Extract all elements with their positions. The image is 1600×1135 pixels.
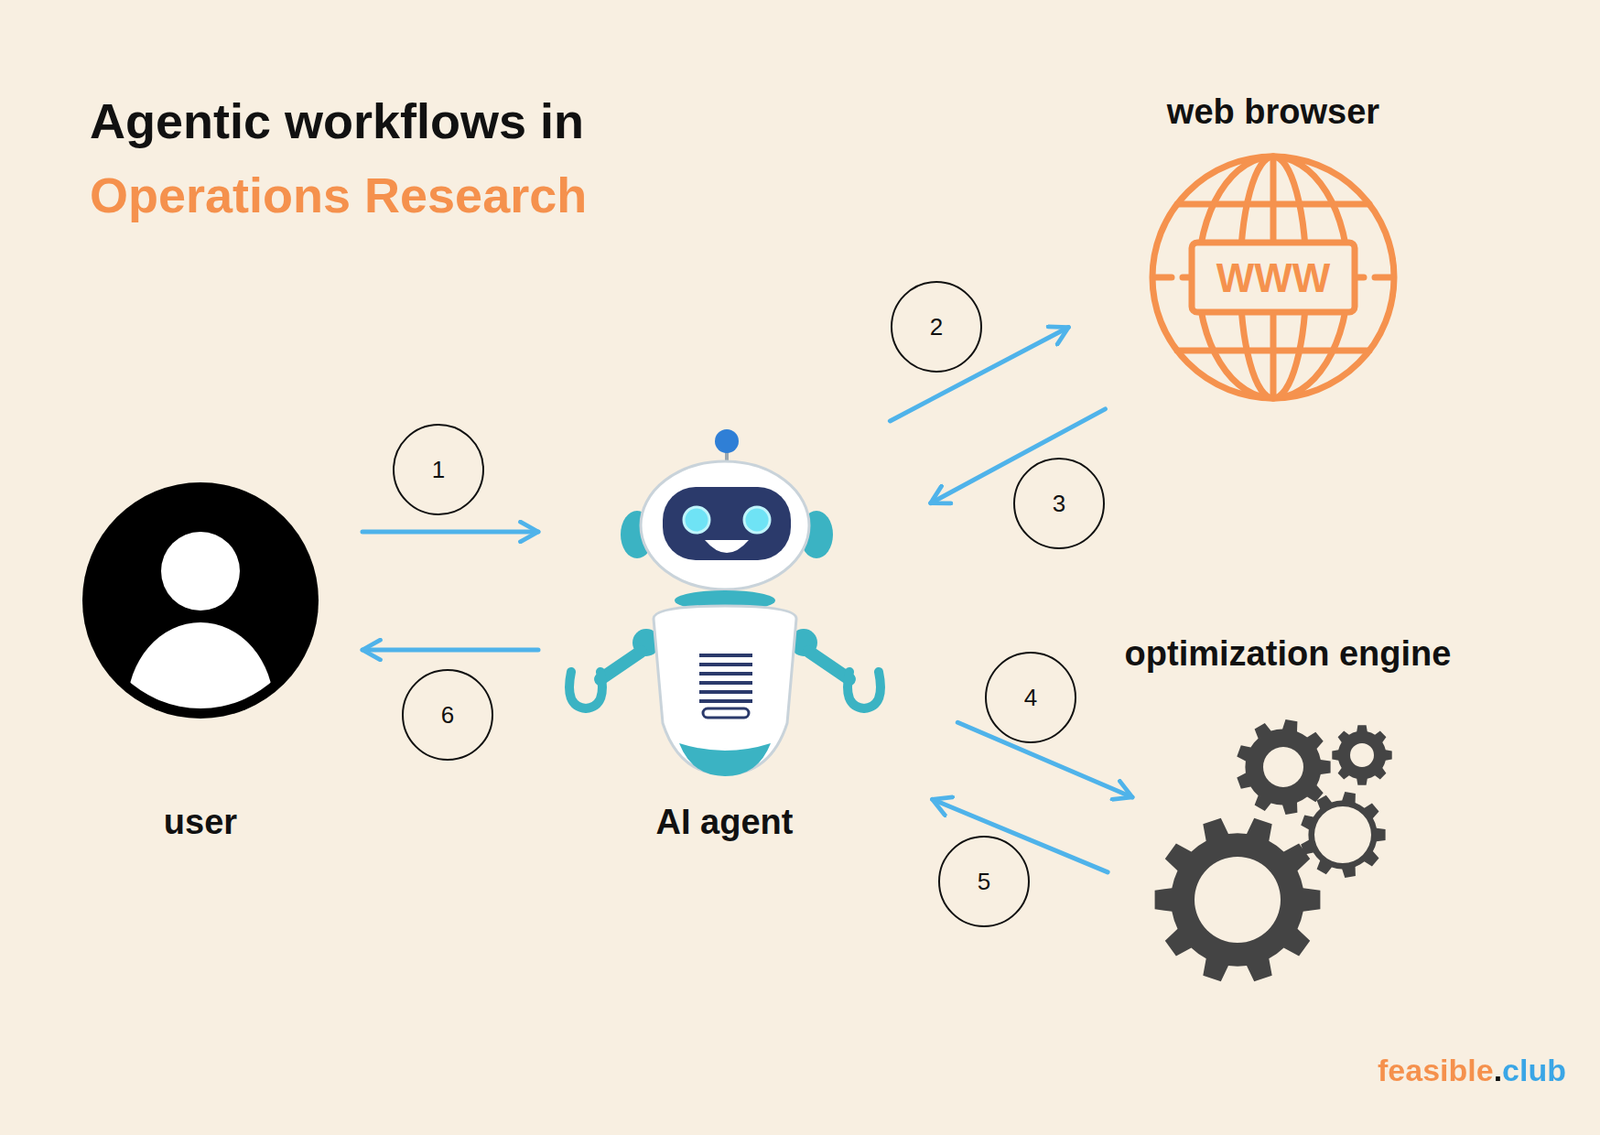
node-label: user: [163, 801, 238, 844]
callout-number: 6: [441, 702, 455, 727]
user-node: user: [82, 482, 319, 719]
robot-icon: [569, 429, 881, 777]
node-label: web browser: [1167, 91, 1380, 134]
callout-circle: [402, 670, 493, 760]
robot-claw: [847, 671, 881, 709]
robot-slot: [702, 708, 749, 718]
globe-parallel: [1177, 347, 1370, 355]
flow-arrow: [362, 648, 539, 653]
gear: [1155, 818, 1321, 982]
callout-number: 5: [977, 869, 991, 894]
robot-face: [662, 486, 791, 561]
callout-circle: [891, 281, 982, 372]
globe-parallel: [1177, 201, 1370, 208]
callout-circle: [1014, 458, 1104, 549]
gear: [1331, 724, 1392, 785]
robot-arm: [600, 651, 641, 680]
callout-circle: [985, 652, 1076, 743]
globe-outline: [1152, 156, 1395, 399]
globe-icon: [1152, 156, 1395, 399]
www-text: WWW: [1216, 258, 1331, 299]
flow-arrow: [957, 722, 1133, 798]
robot-body: [653, 605, 797, 775]
flow-arrow: [932, 799, 1109, 873]
gear: [1236, 719, 1330, 815]
user-head: [161, 531, 240, 611]
antenna-ball: [714, 429, 739, 454]
callout-number: 1: [432, 457, 445, 482]
robot-eye: [683, 507, 710, 533]
callout-circle: [939, 836, 1029, 927]
robot-arm: [809, 651, 850, 680]
robot-head: [640, 461, 810, 590]
engine-node: optimization engine: [1153, 719, 1394, 985]
flow-arrow: [889, 327, 1069, 422]
node-label: AI agent: [656, 801, 794, 844]
user-body: [127, 622, 274, 791]
agent-node: AI agent: [561, 426, 888, 777]
gears-icon: [1155, 719, 1393, 982]
globe-meridian: [1198, 156, 1349, 399]
robot-grille: [699, 655, 753, 702]
flow-arrow: [930, 409, 1106, 504]
callout-circle: [393, 424, 484, 515]
www-box: [1191, 242, 1355, 313]
robot-base: [679, 743, 771, 777]
user-icon: [82, 482, 319, 791]
flow-arrow: [362, 529, 539, 535]
callout-circles: [393, 281, 1104, 927]
title: Agentic workflows in Operations Research: [89, 84, 731, 233]
robot-eye: [744, 507, 770, 533]
watermark: feasible.club: [1377, 1053, 1567, 1088]
node-label: optimization engine: [1124, 633, 1452, 676]
callout-number: 4: [1024, 685, 1038, 710]
gear: [1300, 791, 1385, 878]
callout-number: 3: [1052, 491, 1066, 516]
robot-claw: [569, 671, 603, 709]
callout-number: 2: [929, 314, 943, 339]
robot-smile: [704, 540, 749, 553]
